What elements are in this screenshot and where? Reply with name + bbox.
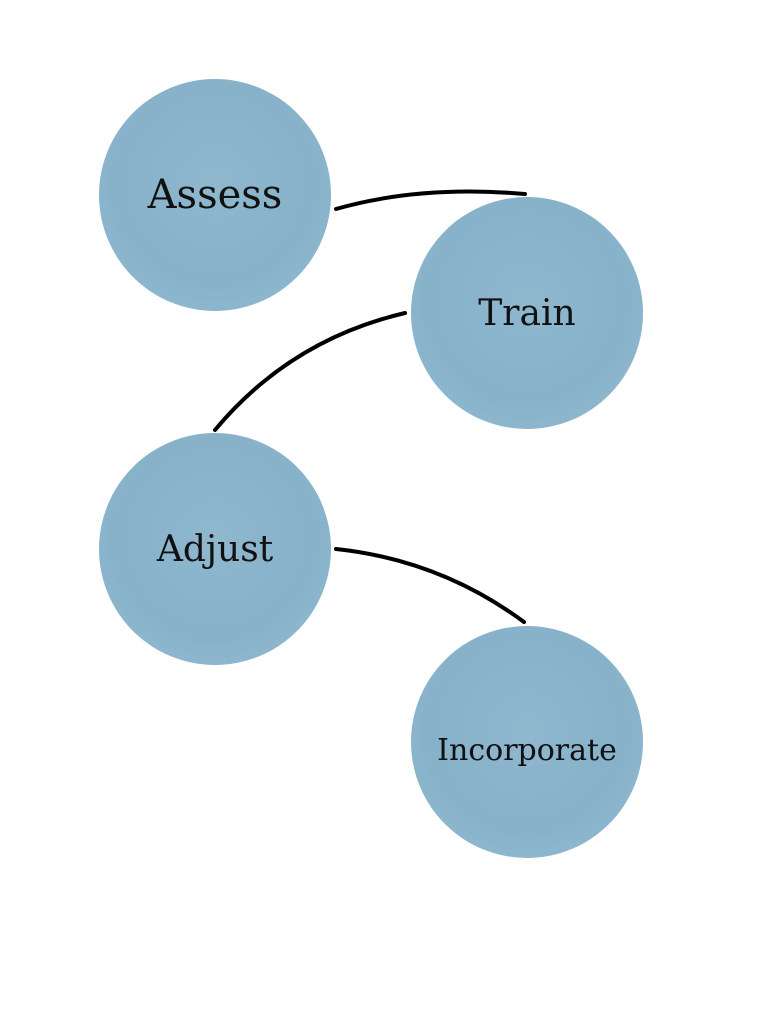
node-label-incorporate: Incorporate [437,733,617,768]
node-label-train: Train [478,293,575,334]
node-assess: Assess [99,79,331,311]
node-adjust: Adjust [99,433,331,665]
connector-assess-train [334,189,527,211]
node-train: Train [411,197,643,429]
connector-adjust-incorporate [334,547,526,624]
node-label-adjust: Adjust [156,529,274,570]
node-incorporate: Incorporate [411,626,643,858]
node-label-assess: Assess [147,172,283,218]
connector-train-adjust [213,311,407,432]
